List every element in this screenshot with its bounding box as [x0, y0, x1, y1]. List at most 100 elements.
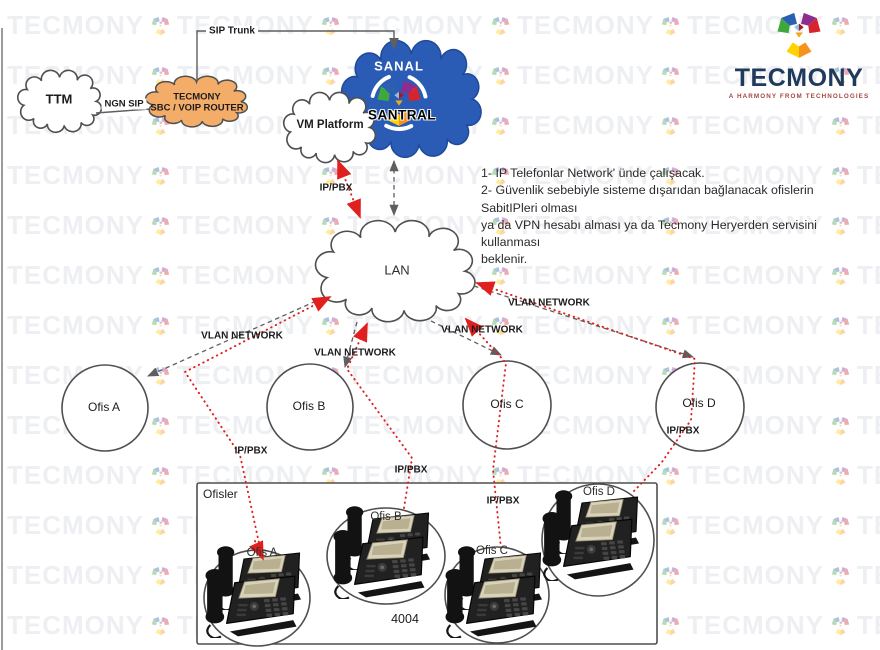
sanal-label: SANAL [374, 58, 424, 74]
vlan-b-line [343, 321, 358, 369]
watermark-text: TECMONY [177, 260, 314, 290]
vlan-label-b: VLAN NETWORK [314, 347, 396, 359]
watermark-item: TECMONY [830, 610, 880, 641]
watermark-item: TECMONY [490, 160, 654, 191]
watermark-text: TECMONY [857, 210, 880, 240]
watermark-text: TECMONY [7, 560, 144, 590]
sbc-label-line1: TECMONY [173, 91, 221, 103]
ttm-label: TTM [45, 91, 73, 107]
watermark-text: TECMONY [857, 110, 880, 140]
watermark-text: TECMONY [857, 160, 880, 190]
watermark-item: TECMONY [660, 60, 824, 91]
office-b-label: Ofis B [292, 399, 326, 413]
watermark-item: TECMONY [660, 560, 824, 591]
watermark-text: TECMONY [347, 10, 484, 40]
watermark-text: TECMONY [857, 10, 880, 40]
watermark-item: TECMONY [0, 560, 144, 591]
watermark-item: TECMONY [0, 210, 144, 241]
santral-label: SANTRAL [368, 107, 436, 123]
watermark-text: TECMONY [857, 410, 880, 440]
watermark-text: TECMONY [857, 310, 880, 340]
watermark-text: TECMONY [687, 260, 824, 290]
watermark-item: TECMONY [660, 160, 824, 191]
watermark-item: TECMONY [830, 160, 880, 191]
watermark-text: TECMONY [347, 360, 484, 390]
watermark-item: TECMONY [660, 110, 824, 141]
watermark-item: TECMONY [150, 160, 314, 191]
watermark-text: TECMONY [687, 110, 824, 140]
lan-label: LAN [384, 262, 410, 278]
vlan-label-c: VLAN NETWORK [441, 324, 523, 336]
watermark-text: TECMONY [347, 160, 484, 190]
watermark-item: TECMONY [660, 610, 824, 641]
watermark-text: TECMONY [7, 610, 144, 640]
watermark-text: TECMONY [347, 410, 484, 440]
watermark-item: TECMONY [830, 210, 880, 241]
watermark-item: TECMONY [830, 10, 880, 41]
watermark-text: TECMONY [177, 160, 314, 190]
watermark-item: TECMONY [490, 110, 654, 141]
ippbx-a-line [183, 296, 332, 558]
office-d-label: Ofis D [682, 396, 716, 410]
watermark-item: TECMONY [830, 560, 880, 591]
vlan-c-line [430, 320, 503, 356]
extension-4004: 4004 [391, 612, 419, 626]
office-d-circle [655, 362, 745, 452]
note-line: 1- IP Telefonlar Network' ünde çalışacak… [481, 166, 705, 180]
watermark-item: TECMONY [490, 210, 654, 241]
watermark-text: TECMONY [857, 460, 880, 490]
ippbx-b-line [345, 322, 414, 509]
group-c-label: Ofis C [476, 545, 508, 557]
watermark-item: TECMONY [0, 510, 144, 541]
brand-tagline: A HARMONY FROM TECHNOLOGIES [728, 93, 870, 100]
watermark-text: TECMONY [517, 160, 654, 190]
ippbx-label-c: IP/PBX [486, 495, 520, 507]
watermark-text: TECMONY [687, 460, 824, 490]
watermark-text: TECMONY [517, 310, 654, 340]
ngn-sip-line [95, 108, 151, 114]
watermark-item: TECMONY [150, 210, 314, 241]
watermark-item: TECMONY [830, 110, 880, 141]
watermark-text: TECMONY [177, 310, 314, 340]
watermark-item: TECMONY [490, 10, 654, 41]
watermark-item: TECMONY [490, 310, 654, 341]
watermark-item: TECMONY [320, 410, 484, 441]
ippbx-label-a: IP/PBX [234, 445, 268, 457]
brand-name: TECMONY [734, 64, 864, 92]
watermark-item: TECMONY [660, 510, 824, 541]
office-a-circle [61, 364, 149, 452]
page-edge-line [1, 28, 3, 650]
ippbx-label-vm: IP/PBX [319, 182, 353, 194]
group-a-label: Ofis A [246, 547, 278, 559]
watermark-text: TECMONY [687, 560, 824, 590]
office-c-label: Ofis C [490, 397, 524, 411]
watermark-text: TECMONY [857, 60, 880, 90]
office-a-label: Ofis A [87, 400, 121, 414]
watermark-text: TECMONY [687, 210, 824, 240]
watermark-item: TECMONY [0, 10, 144, 41]
vm-lan-ippbx-link [337, 159, 361, 219]
note-line: beklenir. [481, 252, 528, 267]
watermark-text: TECMONY [517, 110, 654, 140]
watermark-text: TECMONY [517, 260, 654, 290]
office-b-circle [266, 363, 354, 451]
watermark-item: TECMONY [150, 260, 314, 291]
watermark-item: TECMONY [830, 460, 880, 491]
watermark-text: TECMONY [7, 510, 144, 540]
watermark-text: TECMONY [857, 260, 880, 290]
watermark-text: TECMONY [517, 210, 654, 240]
vlan-label-a: VLAN NETWORK [201, 330, 283, 342]
group-d-label: Ofis D [583, 486, 615, 498]
watermark-text: TECMONY [7, 10, 144, 40]
sip-trunk-label: SIP Trunk [206, 25, 258, 37]
watermark-text: TECMONY [7, 460, 144, 490]
watermark-text: TECMONY [7, 310, 144, 340]
watermark-item: TECMONY [490, 60, 654, 91]
office-c-circle [462, 360, 552, 450]
watermark-item: TECMONY [830, 260, 880, 291]
watermark-item: TECMONY [0, 160, 144, 191]
watermark-text: TECMONY [177, 210, 314, 240]
vm-platform-label: VM Platform [296, 119, 364, 131]
group-b-label: Ofis B [370, 511, 402, 523]
watermark-item: TECMONY [150, 310, 314, 341]
